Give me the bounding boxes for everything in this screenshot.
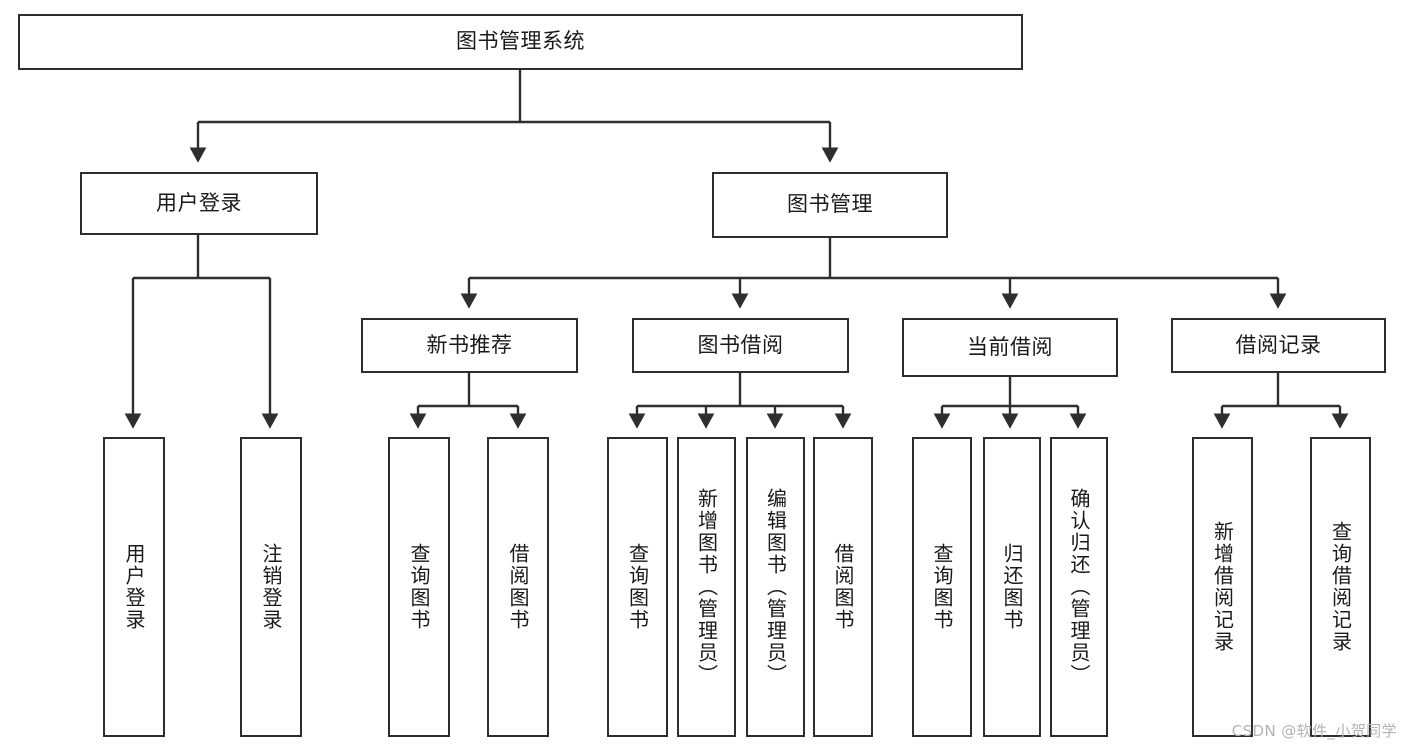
node-user-login-label: 用户登录: [156, 190, 242, 215]
leaf-return-book-label: 归还图书: [1000, 543, 1024, 631]
leaf-user-login[interactable]: 用户登录: [103, 437, 165, 737]
watermark: CSDN @软件_小贺同学: [1231, 722, 1397, 740]
node-new-book-recommend[interactable]: 新书推荐: [361, 318, 578, 373]
leaf-borrow-book-1-label: 借阅图书: [506, 543, 530, 631]
node-root-label: 图书管理系统: [456, 29, 585, 54]
leaf-logout-login[interactable]: 注销登录: [240, 437, 302, 737]
leaf-edit-book-label: 编辑图书（管理员）: [763, 488, 788, 686]
node-book-manage[interactable]: 图书管理: [712, 172, 948, 238]
node-new-book-recommend-label: 新书推荐: [426, 332, 513, 357]
node-book-manage-label: 图书管理: [787, 192, 873, 217]
node-current-borrow[interactable]: 当前借阅: [902, 318, 1118, 377]
node-book-borrow-label: 图书借阅: [697, 332, 784, 357]
leaf-confirm-return[interactable]: 确认归还（管理员）: [1050, 437, 1108, 737]
node-book-borrow[interactable]: 图书借阅: [632, 318, 849, 373]
node-borrow-record[interactable]: 借阅记录: [1171, 318, 1386, 373]
leaf-add-book[interactable]: 新增图书（管理员）: [677, 437, 736, 737]
node-root[interactable]: 图书管理系统: [18, 14, 1023, 70]
leaf-logout-login-label: 注销登录: [259, 543, 283, 631]
leaf-query-book-1[interactable]: 查询图书: [388, 437, 450, 737]
leaf-borrow-book-2-label: 借阅图书: [831, 543, 855, 631]
leaf-borrow-book-1[interactable]: 借阅图书: [487, 437, 549, 737]
leaf-query-book-2-label: 查询图书: [625, 543, 650, 631]
node-current-borrow-label: 当前借阅: [967, 334, 1053, 359]
leaf-user-login-label: 用户登录: [122, 543, 146, 631]
leaf-add-book-label: 新增图书（管理员）: [694, 488, 719, 686]
node-user-login[interactable]: 用户登录: [80, 172, 318, 235]
leaf-borrow-book-2[interactable]: 借阅图书: [813, 437, 873, 737]
leaf-query-record-label: 查询借阅记录: [1328, 521, 1353, 653]
leaf-query-book-3[interactable]: 查询图书: [912, 437, 972, 737]
leaf-add-record[interactable]: 新增借阅记录: [1192, 437, 1253, 737]
leaf-return-book[interactable]: 归还图书: [983, 437, 1041, 737]
leaf-query-book-2[interactable]: 查询图书: [607, 437, 668, 737]
leaf-query-record[interactable]: 查询借阅记录: [1310, 437, 1371, 737]
leaf-confirm-return-label: 确认归还（管理员）: [1067, 488, 1091, 686]
node-borrow-record-label: 借阅记录: [1235, 332, 1322, 357]
leaf-query-book-1-label: 查询图书: [407, 543, 431, 631]
leaf-query-book-3-label: 查询图书: [930, 543, 954, 631]
leaf-add-record-label: 新增借阅记录: [1210, 521, 1235, 653]
leaf-edit-book[interactable]: 编辑图书（管理员）: [746, 437, 805, 737]
